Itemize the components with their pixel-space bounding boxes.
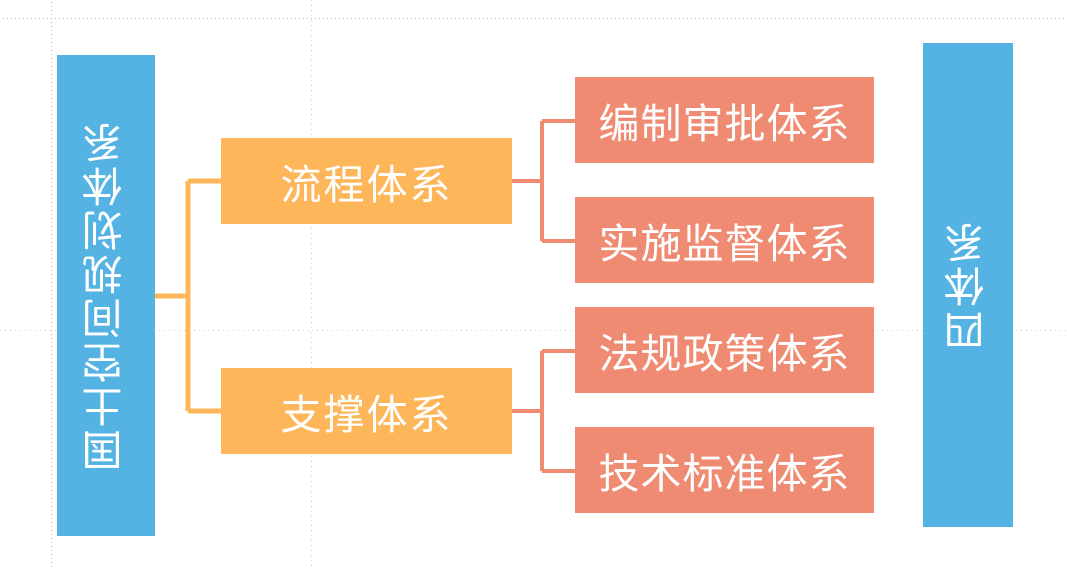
leaf-node-1-0[interactable]: 法规政策体系: [575, 307, 874, 393]
summary-node-right[interactable]: 四体系: [923, 43, 1013, 527]
root-node-left[interactable]: 国土空间规划体系: [57, 55, 155, 536]
connector-group-1-to-leaves: [512, 349, 578, 473]
group-node-1[interactable]: 支撑体系: [221, 368, 512, 454]
connector-group-0-to-leaves: [512, 119, 578, 243]
group-node-0[interactable]: 流程体系: [221, 138, 512, 224]
leaf-node-1-1[interactable]: 技术标准体系: [575, 427, 874, 513]
leaf-node-0-1[interactable]: 实施监督体系: [575, 197, 874, 283]
leaf-node-0-0[interactable]: 编制审批体系: [575, 77, 874, 163]
